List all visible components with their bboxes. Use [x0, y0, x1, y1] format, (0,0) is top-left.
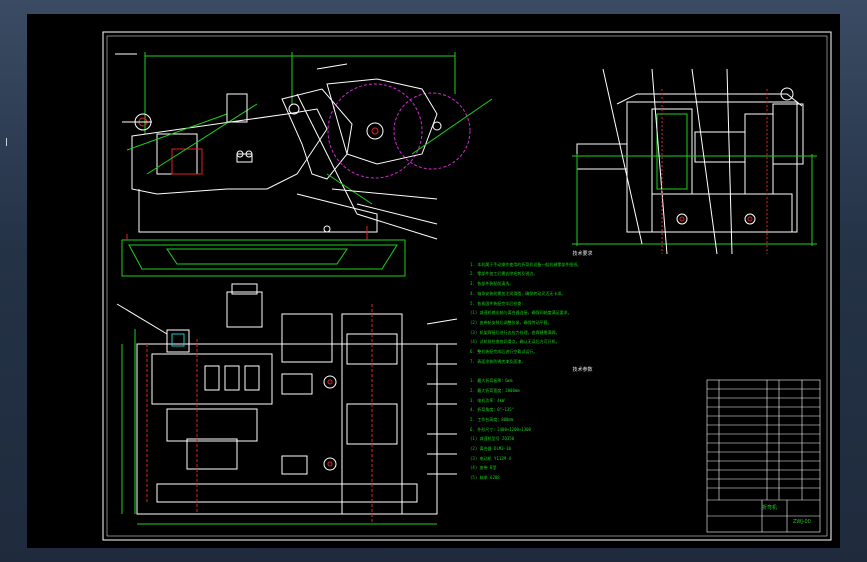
plan-view — [116, 283, 458, 525]
tech-req-line: (2) 皮带轮安装后调整张紧，确保传动平稳。 — [470, 319, 552, 325]
performance-line: (2) 离合器 DLM3-10 — [470, 446, 511, 452]
tech-req-line: 5. 各紧固件装配完毕后检查： — [470, 300, 526, 306]
performance-line: 2. 最大折弯宽度：2000mm — [470, 387, 520, 393]
tech-req-line: 6. 整机装配完成后进行空载试运行。 — [470, 349, 538, 355]
tech-req-line: 3. 各部件装配前清洗。 — [470, 281, 514, 287]
performance-line: (4) 皮带 B型 — [470, 465, 497, 471]
tech-req-title: 技术要求 — [572, 251, 593, 257]
performance-line: 6. 外形尺寸：2400×1200×1300 — [470, 426, 531, 432]
performance-line: (3) 电动机 Y112M-4 — [470, 455, 511, 461]
end-elevation-view — [572, 68, 817, 255]
tech-req-line: (1) 减速机输出轴与离合器连接，确保同轴度满足要求。 — [470, 310, 572, 316]
title-block-drawing-no: ZWJ-00 — [793, 519, 811, 525]
performance-title: 技术参数 — [572, 367, 593, 374]
inner-border — [106, 35, 828, 537]
tech-req-line: 7. 表面涂装防锈底漆及面漆。 — [470, 358, 526, 364]
tech-req-line: 1. 本机属于手动操作使用的折弯机设备一般机械零部件图纸。 — [470, 261, 582, 267]
window-edge-marker — [6, 138, 7, 146]
performance-line: 1. 最大折弯板厚：6mm — [470, 378, 513, 384]
title-block-grid — [706, 379, 821, 533]
performance-line: 4. 折弯角度：0°~135° — [470, 407, 515, 413]
title-block-name: 折弯机 — [762, 505, 778, 511]
cad-viewport[interactable]: 技术要求 1. 本机属于手动操作使用的折弯机设备一般机械零部件图纸。 2. 零部件… — [27, 14, 840, 548]
technical-requirements: 技术要求 1. 本机属于手动操作使用的折弯机设备一般机械零部件图纸。 2. 零部件… — [470, 250, 695, 530]
performance-line: 3. 电机功率：4kW — [470, 397, 505, 403]
performance-line: (5) 轴承 6208 — [470, 475, 500, 481]
performance-line: 5. 工作台高度：800mm — [470, 416, 514, 422]
tech-req-line: 4. 轴承安装前需加注润滑脂，确保转动灵活无卡滞。 — [470, 290, 566, 296]
drawing-canvas — [102, 31, 832, 541]
performance-list: 1. 最大折弯板厚：6mm 2. 最大折弯宽度：2000mm 3. 电机功率：4kW… — [470, 376, 695, 483]
tech-req-list: 1. 本机属于手动操作使用的折弯机设备一般机械零部件图纸。 2. 零部件加工后需去… — [470, 260, 695, 367]
tech-req-line: 2. 零部件加工后需去除毛刺及锐边。 — [470, 271, 538, 277]
drawing-border — [102, 31, 832, 541]
side-elevation-view — [115, 52, 493, 277]
tech-req-line: (4) 试机前检查各润滑点，确认无误后方可开机。 — [470, 339, 560, 345]
tech-req-line: (3) 机架焊接后进行去应力处理，各焊缝需满焊。 — [470, 329, 560, 335]
performance-line: (1) 减速机型号 ZQ350 — [470, 436, 515, 442]
